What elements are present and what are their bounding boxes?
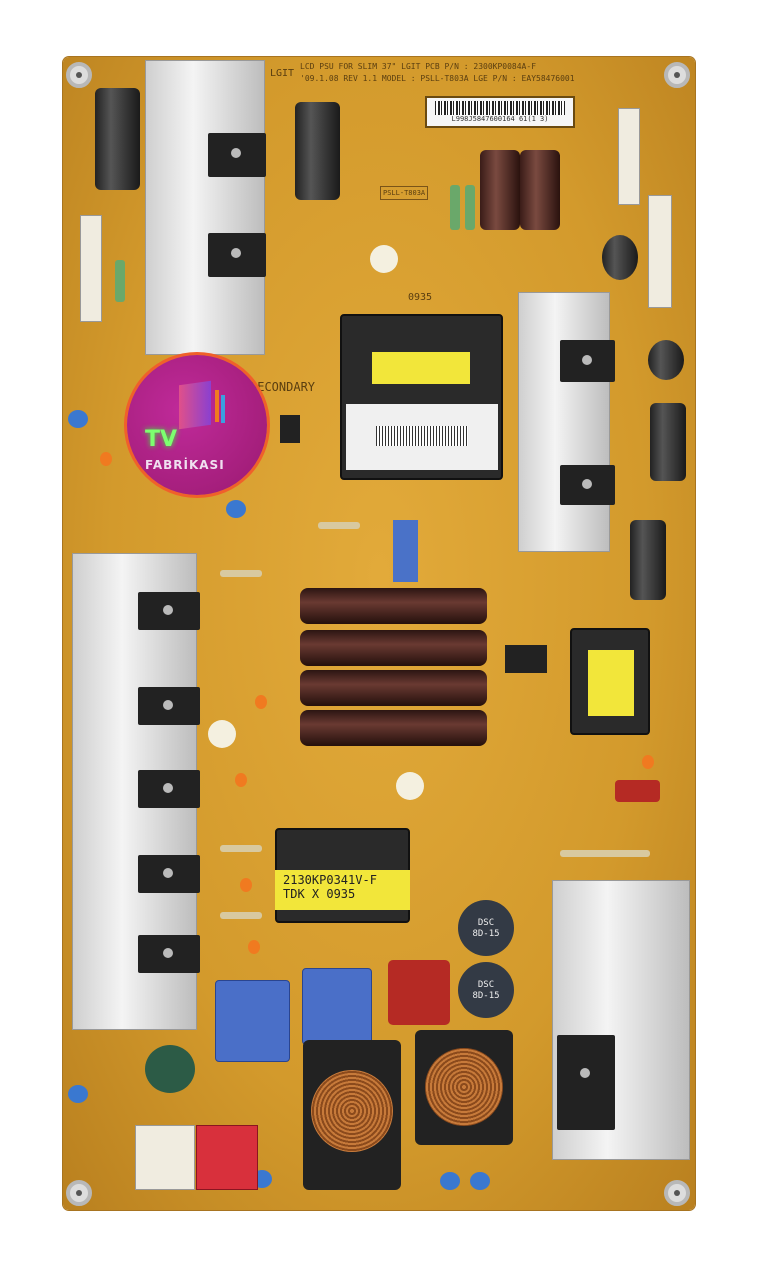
ceramic-capacitor [240, 878, 252, 892]
connector [80, 215, 102, 322]
thermistor: DSC 8D-15 [458, 900, 514, 956]
resistor [220, 912, 262, 919]
heatsink [518, 292, 610, 552]
transformer-window [588, 650, 634, 716]
ac-input-connector [135, 1125, 195, 1190]
ceramic-capacitor [235, 773, 247, 787]
barcode-label: L998J5847600164 61(1 3) [425, 96, 575, 128]
transistor [138, 592, 200, 630]
transformer-window [372, 352, 470, 384]
resistor [220, 845, 262, 852]
ceramic-capacitor [68, 1085, 88, 1103]
main-transformer [340, 314, 503, 480]
electrolytic-capacitor [650, 403, 686, 481]
x-capacitor [388, 960, 450, 1025]
connector [196, 1125, 258, 1190]
electrolytic-capacitor [602, 235, 638, 280]
barcode [376, 426, 468, 446]
transformer-sticker [346, 404, 498, 470]
x-capacitor [302, 968, 372, 1045]
resistor [450, 185, 460, 230]
thermistor-rating: 8D-15 [472, 929, 500, 939]
transistor [208, 233, 266, 277]
transistor [138, 687, 200, 725]
ceramic-capacitor [642, 755, 654, 769]
logo-text-tv: TV [145, 427, 178, 452]
ceramic-capacitor [248, 940, 260, 954]
resistor [115, 260, 125, 302]
heatsink [145, 60, 265, 355]
maker-label: LGIT [270, 68, 295, 79]
logo-mark [215, 390, 219, 422]
electrolytic-capacitor [295, 102, 340, 200]
ceramic-capacitor [470, 1172, 490, 1190]
electrolytic-capacitor [630, 520, 666, 600]
electrolytic-capacitor [300, 670, 487, 706]
choke-coil [425, 1048, 503, 1126]
transistor [560, 465, 615, 505]
secondary-label: SECONDARY [250, 380, 316, 394]
thermistor-rating: 8D-15 [472, 991, 500, 1001]
silkscreen-line1: LCD PSU FOR SLIM 37" LGIT PCB P/N : 2300… [300, 62, 537, 71]
electrolytic-capacitor [300, 630, 487, 666]
transistor [138, 935, 200, 973]
model-box: PSLL-T803A [380, 186, 429, 200]
connector [618, 108, 640, 205]
ceramic-capacitor [100, 452, 112, 466]
fuse [560, 850, 650, 857]
connector [648, 195, 672, 308]
transformer-label: 2130KP0341V-F TDK X 0935 [275, 870, 410, 910]
transistor [138, 855, 200, 893]
x-capacitor [215, 980, 290, 1062]
thermistor: DSC 8D-15 [458, 962, 514, 1018]
ic-chip [505, 645, 547, 673]
ceramic-capacitor [226, 500, 246, 518]
ceramic-capacitor [68, 410, 88, 428]
electrolytic-capacitor [300, 710, 487, 746]
logo-mark [221, 395, 225, 423]
varistor [145, 1045, 195, 1093]
electrolytic-capacitor [95, 88, 140, 190]
film-capacitor [615, 780, 660, 802]
capacitor [208, 720, 236, 748]
transformer-maker: TDK X 0935 [283, 887, 356, 901]
transistor [138, 770, 200, 808]
transistor [208, 133, 266, 177]
ceramic-capacitor [440, 1172, 460, 1190]
common-mode-choke [303, 1040, 401, 1190]
mounting-hole [66, 1180, 92, 1206]
capacitor [396, 772, 424, 800]
barcode-text: L998J5847600164 61(1 3) [451, 115, 549, 123]
tv-fabrikasi-logo: TV FABRİKASI [127, 355, 267, 495]
electrolytic-capacitor [648, 340, 684, 380]
transistor [560, 340, 615, 382]
thermistor-label: DSC [477, 980, 495, 990]
thermistor-label: DSC [477, 918, 495, 928]
electrolytic-capacitor [520, 150, 560, 230]
silkscreen-line2: '09.1.08 REV 1.1 MODEL : PSLL-T803A LGE … [300, 74, 575, 83]
capacitor [370, 245, 398, 273]
mounting-hole [664, 1180, 690, 1206]
transformer-part-number: 2130KP0341V-F [283, 873, 377, 887]
common-mode-choke [415, 1030, 513, 1145]
logo-mark [179, 380, 211, 430]
optocoupler [280, 415, 300, 443]
resistor [318, 522, 360, 529]
mounting-hole [66, 62, 92, 88]
bridge-rectifier [557, 1035, 615, 1130]
standby-transformer [570, 628, 650, 735]
ceramic-capacitor [255, 695, 267, 709]
electrolytic-capacitor [480, 150, 520, 230]
resistor [465, 185, 475, 230]
choke-coil [311, 1070, 393, 1152]
date-code: 0935 [408, 292, 433, 303]
electrolytic-capacitor [300, 588, 487, 624]
resistor [220, 570, 262, 577]
barcode [435, 101, 565, 115]
logo-text-fabrikasi: FABRİKASI [145, 458, 225, 472]
film-capacitor [393, 520, 418, 582]
inverter-transformer: 2130KP0341V-F TDK X 0935 [275, 828, 410, 923]
mounting-hole [664, 62, 690, 88]
